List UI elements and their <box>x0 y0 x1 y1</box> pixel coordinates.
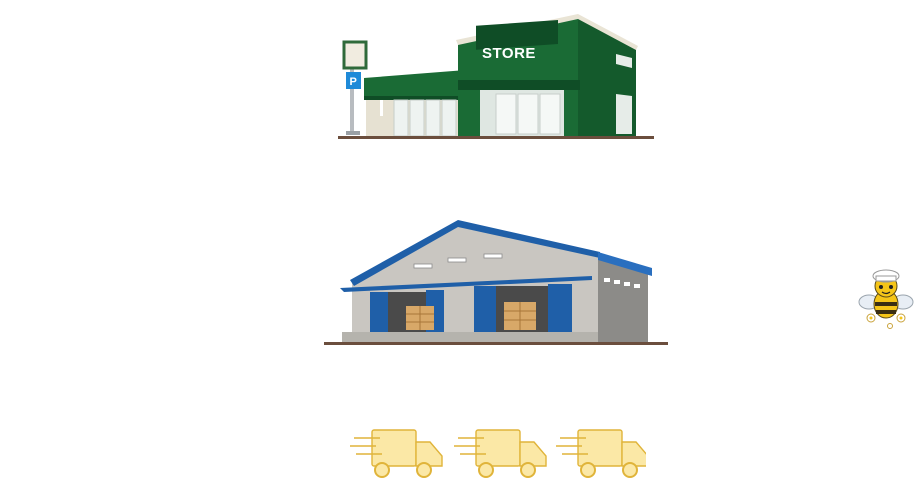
cardboard-boxes-icon <box>406 302 536 330</box>
parking-sign-icon: P <box>342 40 368 135</box>
delivery-truck-icon <box>349 429 443 478</box>
warehouse-icon <box>324 220 668 345</box>
parking-sign-label: P <box>350 76 357 88</box>
store-illustration: P STORE <box>330 10 662 144</box>
store-sign-label: STORE <box>482 45 536 62</box>
store-building-icon: P STORE <box>338 14 654 139</box>
delivery-truck-icon <box>555 429 646 478</box>
delivery-trucks <box>346 420 646 484</box>
delivery-truck-icon <box>453 429 547 478</box>
warehouse-illustration <box>322 216 672 350</box>
truck-row <box>349 429 646 478</box>
bee-mascot <box>855 266 917 332</box>
bee-mascot-icon <box>858 269 914 329</box>
